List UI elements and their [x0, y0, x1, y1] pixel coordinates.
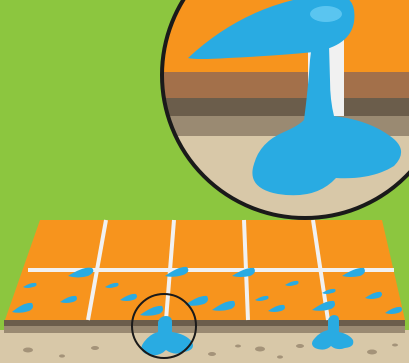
- base-layer-mid: [4, 326, 405, 333]
